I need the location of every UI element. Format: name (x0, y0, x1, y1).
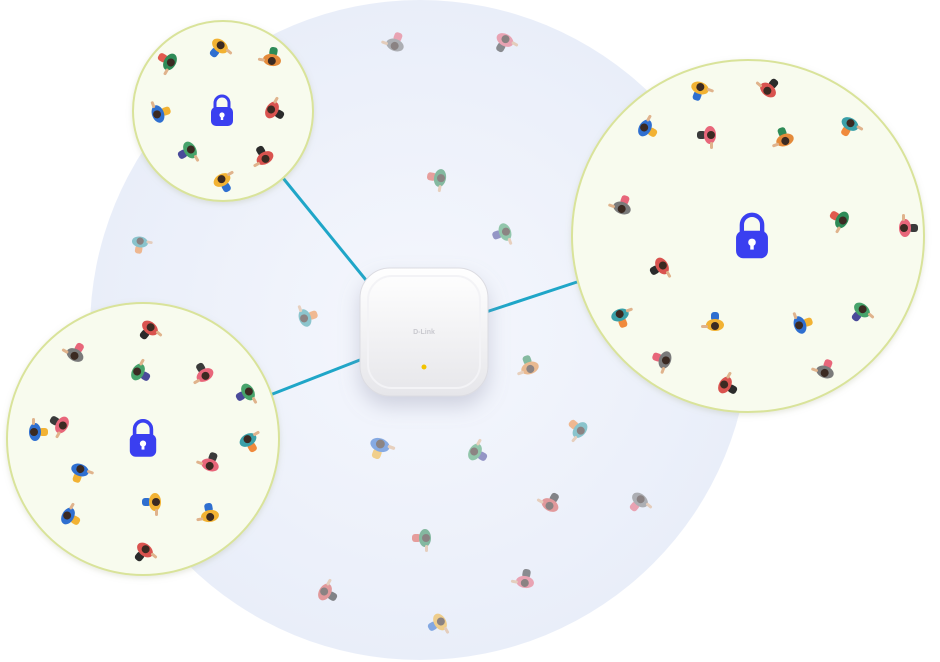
person-icon (697, 126, 716, 149)
link-line-right (485, 280, 578, 314)
person-icon (142, 493, 161, 516)
person-icon (157, 53, 177, 76)
person-icon (265, 96, 285, 119)
person-icon (71, 463, 94, 483)
person-icon (611, 307, 633, 328)
person-icon (193, 362, 214, 385)
person-icon (851, 302, 875, 322)
person-icon (412, 529, 431, 552)
person-icon (370, 437, 396, 460)
person-icon (61, 502, 81, 525)
lock-icon (129, 419, 157, 457)
person-icon (701, 312, 724, 331)
status-led (421, 364, 427, 370)
person-icon (297, 305, 318, 327)
person-icon (29, 418, 48, 441)
person-icon (811, 359, 834, 379)
person-icon (150, 101, 171, 123)
person-icon (652, 351, 672, 374)
person-icon (629, 492, 653, 512)
person-icon (468, 438, 488, 461)
person-icon (691, 81, 714, 101)
person-icon (427, 613, 450, 634)
person-icon (196, 502, 219, 523)
person-icon (517, 355, 539, 376)
lock-icon (736, 212, 768, 259)
person-icon (61, 342, 84, 362)
person-icon (899, 214, 918, 237)
person-icon (134, 542, 158, 562)
person-icon (718, 371, 738, 394)
person-icon (792, 312, 813, 334)
person-icon (131, 358, 151, 381)
person-icon (381, 32, 404, 52)
lock-icon (211, 94, 233, 126)
person-icon (638, 114, 658, 137)
person-icon (841, 117, 864, 137)
device-brand-label: D-Link (413, 329, 435, 336)
person-icon (131, 236, 153, 254)
person-icon (426, 169, 447, 193)
person-icon (649, 257, 672, 278)
person-icon (213, 170, 234, 193)
secured-users (29, 38, 918, 562)
person-icon (239, 430, 260, 453)
person-icon (318, 578, 338, 601)
person-icon (755, 78, 779, 98)
person-icon (510, 568, 534, 589)
unsecured-users (131, 32, 653, 634)
link-line-left (269, 356, 366, 397)
link-line-top-left (281, 177, 372, 286)
person-icon (829, 211, 849, 234)
person-icon (177, 141, 200, 162)
person-icon (139, 320, 163, 340)
person-icon (492, 223, 513, 245)
person-icon (235, 383, 258, 404)
person-icon (196, 452, 219, 472)
person-icon (772, 127, 794, 148)
person-icon (209, 38, 233, 58)
person-icon (257, 46, 281, 67)
person-icon (253, 145, 274, 168)
person-icon (496, 33, 519, 53)
person-icon (536, 492, 559, 512)
person-icon (608, 195, 631, 215)
person-icon (49, 416, 69, 439)
person-icon (568, 419, 588, 443)
access-point-icon (359, 267, 489, 397)
